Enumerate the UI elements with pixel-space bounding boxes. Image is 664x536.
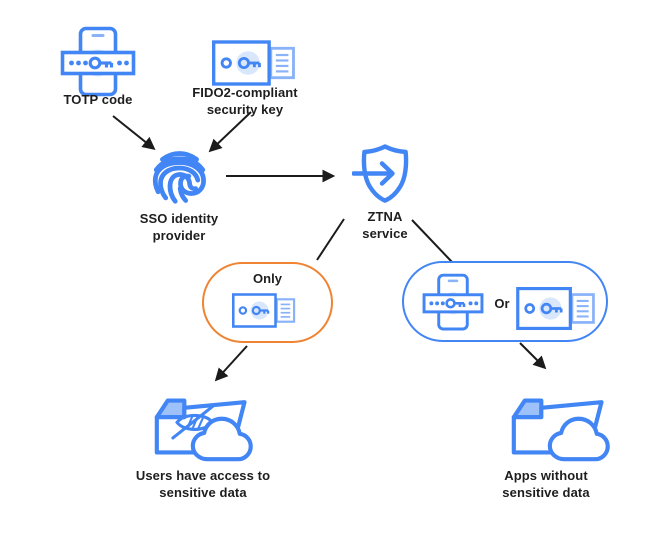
sso-node bbox=[151, 149, 208, 206]
sensitive-folder-node bbox=[148, 388, 258, 463]
ztna-label: ZTNA service bbox=[362, 209, 408, 241]
nonsensitive-folder-label: Apps without sensitive data bbox=[502, 468, 590, 500]
edge-only-pill-to-sensitive-folder bbox=[214, 345, 248, 382]
phone-otp-icon bbox=[60, 26, 136, 98]
nonsensitive-folder-node bbox=[505, 388, 615, 463]
totp-label: TOTP code bbox=[63, 92, 133, 107]
fido2-node bbox=[212, 36, 296, 90]
edge-ztna-to-only-pill bbox=[316, 218, 345, 261]
security-key-icon bbox=[516, 283, 596, 334]
edge-totp-to-sso bbox=[112, 115, 156, 151]
shield-arrow-icon bbox=[352, 143, 416, 207]
only-pill-label: Only bbox=[253, 271, 282, 286]
fingerprint-icon bbox=[151, 149, 208, 206]
security-key-icon bbox=[212, 36, 296, 90]
security-key-icon bbox=[232, 290, 296, 331]
sensitive-folder-label: Users have access to sensitive data bbox=[135, 468, 271, 500]
fido2-label: FIDO2-compliant security key bbox=[192, 85, 298, 117]
or-pill: Or bbox=[402, 261, 608, 342]
ztna-node bbox=[352, 143, 416, 207]
phone-otp-icon bbox=[422, 273, 484, 332]
edge-or-pill-to-nonsensitive-folder bbox=[519, 342, 547, 370]
or-pill-label: Or bbox=[494, 296, 510, 311]
sso-label: SSO identity provider bbox=[139, 211, 219, 243]
totp-node bbox=[60, 26, 136, 98]
folder-cloud-icon bbox=[505, 388, 615, 463]
folder-hidden-cloud-icon bbox=[148, 388, 258, 463]
only-pill: Only bbox=[202, 262, 333, 343]
